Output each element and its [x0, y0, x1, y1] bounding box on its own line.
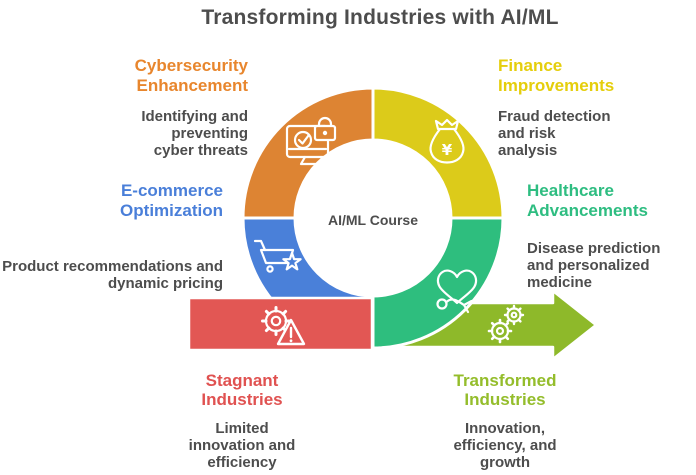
healthcare-description: Disease prediction and personalized medi…	[527, 240, 661, 291]
shopping-cart-star-icon	[253, 239, 302, 273]
monitor-check-lock-icon	[285, 116, 337, 166]
quadrant-finance	[371, 86, 505, 220]
ecommerce-description: Product recommendations and dynamic pric…	[2, 258, 223, 292]
cybersecurity-description: Identifying and preventing cyber threats	[141, 108, 248, 159]
money-bag-yen-icon: ¥	[429, 118, 465, 164]
transformed-industries-description: Innovation, efficiency, and growth	[453, 420, 557, 471]
gear-warning-icon	[261, 306, 306, 346]
healthcare-label: Healthcare Advancements	[527, 181, 648, 220]
svg-text:¥: ¥	[442, 141, 453, 159]
stagnant-bar	[187, 296, 374, 352]
gears-icon	[487, 304, 525, 344]
finance-description: Fraud detection and risk analysis	[498, 108, 611, 159]
finance-label: Finance Improvements	[498, 56, 615, 95]
center-label: AI/ML Course	[328, 212, 418, 228]
transformed-industries-label: Transformed Industries	[453, 371, 557, 409]
cybersecurity-label: Cybersecurity Enhancement	[134, 56, 248, 95]
page-title: Transforming Industries with AI/ML	[201, 6, 559, 29]
heart-stethoscope-icon	[436, 269, 478, 314]
quadrant-cybersecurity	[241, 86, 375, 220]
stagnant-industries-description: Limited innovation and efficiency	[188, 420, 296, 471]
stagnant-industries-label: Stagnant Industries	[201, 371, 283, 409]
ecommerce-label: E-commerce Optimization	[120, 181, 223, 220]
